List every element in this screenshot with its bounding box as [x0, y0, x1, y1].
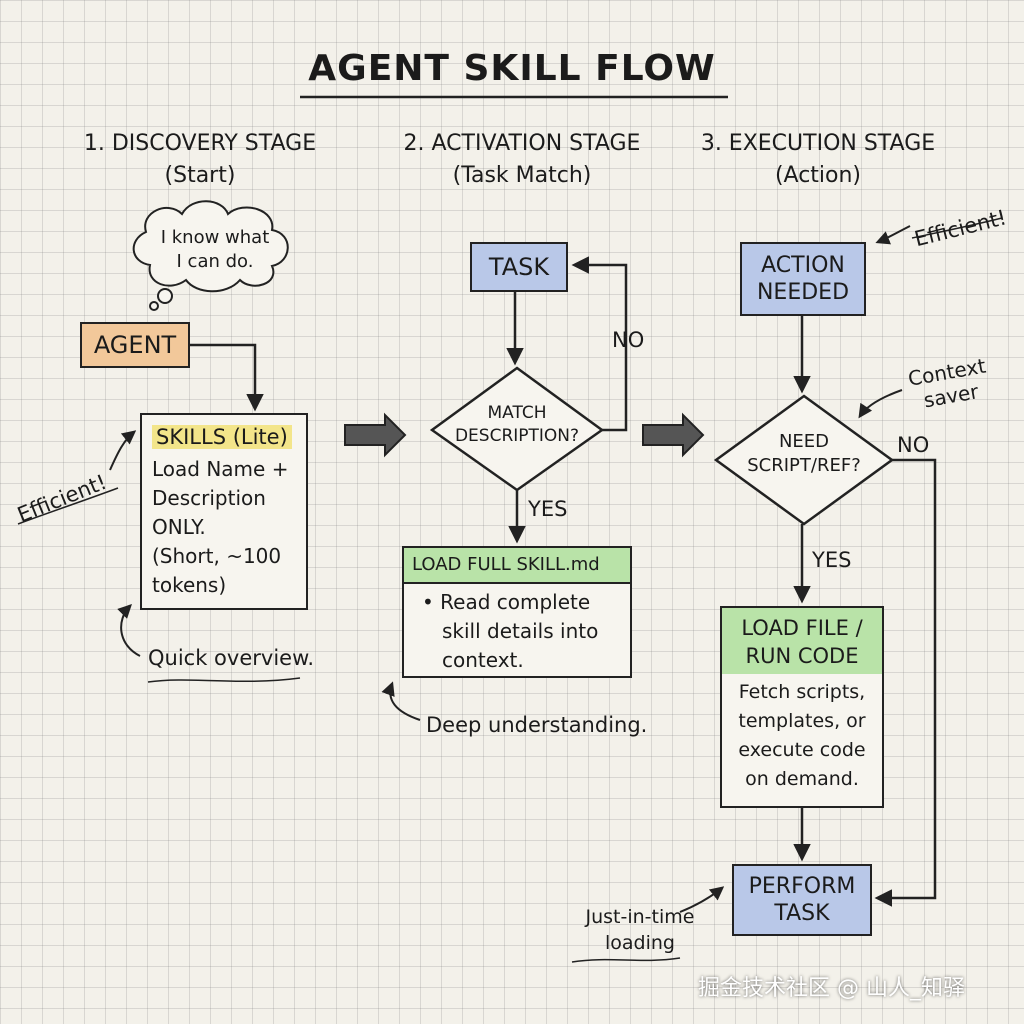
skills-title: SKILLS (Lite) [152, 425, 292, 449]
stage-name: 1. DISCOVERY STAGE [83, 131, 317, 156]
page-title: AGENT SKILL FLOW [308, 48, 716, 89]
stage-sub: (Start) [164, 163, 236, 188]
skills-text-line: ONLY. [152, 515, 206, 539]
load-file-text-line: execute code [738, 739, 866, 761]
stage-header-execution: 3. EXECUTION STAGE (Action) [658, 128, 978, 192]
stage-arrow-1 [344, 412, 407, 458]
load-skill-text-line: skill details into [442, 619, 599, 643]
load-file-box: LOAD FILE / RUN CODE Fetch scripts, temp… [720, 606, 884, 808]
load-file-title: LOAD FILE / RUN CODE [722, 608, 882, 674]
quick-overview-note: Quick overview. [148, 646, 314, 670]
stage-arrow-2 [642, 412, 705, 458]
task-box: TASK [470, 242, 568, 292]
stage-sub: (Task Match) [452, 163, 592, 188]
skills-text-line: Load Name + [152, 457, 289, 481]
load-skill-text-line: • Read complete [422, 590, 591, 614]
just-in-time-note: Just-in-time loading [585, 906, 695, 954]
skills-lite-box: SKILLS (Lite) Load Name + Description ON… [140, 413, 308, 610]
perform-task-box: PERFORM TASK [732, 864, 872, 936]
stage-name: 2. ACTIVATION STAGE [403, 131, 641, 156]
load-file-text-line: Fetch scripts, [738, 681, 866, 703]
no-label-execution: NO [897, 433, 930, 457]
yes-label-activation: YES [528, 497, 568, 521]
thought-cloud [132, 200, 289, 311]
stage-sub: (Action) [774, 163, 862, 188]
deep-understanding-note: Deep understanding. [426, 713, 648, 737]
watermark-text: 掘金技术社区 @ 山人_知驿 [698, 976, 965, 1001]
no-label-activation: NO [612, 328, 645, 352]
agent-box: AGENT [80, 322, 190, 368]
action-needed-box: ACTION NEEDED [740, 242, 866, 316]
load-full-skill-title: LOAD FULL SKILL.md [404, 548, 630, 584]
script-decision-diamond [713, 394, 895, 526]
load-file-text-line: on demand. [745, 768, 859, 790]
load-full-skill-box: LOAD FULL SKILL.md • Read complete skill… [402, 546, 632, 678]
skills-text-line: (Short, ~100 [152, 544, 282, 568]
load-file-text-line: templates, or [738, 710, 866, 732]
match-decision-label: MATCH DESCRIPTION? [454, 403, 580, 446]
load-skill-text-line: context. [442, 648, 524, 672]
skills-text-line: Description [152, 486, 266, 510]
script-decision-label: NEED SCRIPT/REF? [747, 431, 861, 476]
thought-bubble-text: I know what I can do. [160, 227, 270, 272]
stage-header-activation: 2. ACTIVATION STAGE (Task Match) [362, 128, 682, 192]
stage-header-discovery: 1. DISCOVERY STAGE (Start) [40, 128, 360, 192]
skills-text-line: tokens) [152, 573, 227, 597]
stage-name: 3. EXECUTION STAGE [700, 131, 936, 156]
yes-label-execution: YES [812, 548, 852, 572]
